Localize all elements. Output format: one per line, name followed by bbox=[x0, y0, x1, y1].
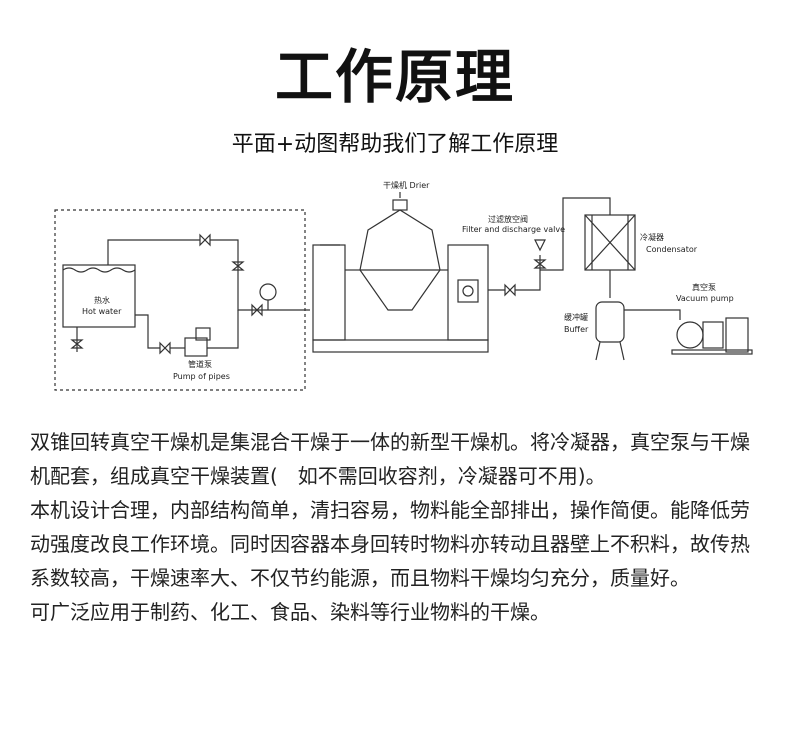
condenser bbox=[584, 214, 636, 271]
condenser-label-en: Condensator bbox=[646, 245, 698, 254]
buffer-label-cn: 缓冲罐 bbox=[564, 312, 588, 322]
description-paragraph: 可广泛应用于制药、化工、食品、染料等行业物料的干燥。 bbox=[30, 600, 550, 624]
pump-label-en: Pump of pipes bbox=[173, 372, 230, 381]
dryer-label: 干燥机 Drier bbox=[383, 180, 430, 190]
hot-water-label-cn: 热水 bbox=[94, 295, 110, 305]
description: 双锥回转真空干燥机是集混合干燥于一体的新型干燥机。将冷凝器，真空泵与干燥机配套，… bbox=[30, 425, 765, 629]
page-title: 工作原理 bbox=[274, 43, 515, 111]
vacuum-pump-icon bbox=[671, 317, 753, 355]
hot-water-system-boundary bbox=[54, 209, 306, 391]
drain-valve-icon bbox=[70, 339, 84, 349]
filter-valve-label-en: Filter and discharge valve bbox=[462, 225, 565, 234]
inlet-valve-icon bbox=[251, 303, 263, 317]
description-paragraph: 本机设计合理，内部结构简单，清扫容易，物料能全部排出，操作简便。能降低劳动强度改… bbox=[30, 498, 750, 590]
pressure-gauge-icon bbox=[259, 283, 277, 301]
working-principle-diagram: 干燥机 Drier 过滤放空阀 Filter and discharge val… bbox=[54, 180, 753, 391]
buffer-label-en: Buffer bbox=[564, 325, 589, 334]
page-subtitle: 平面+动图帮助我们了解工作原理 bbox=[231, 132, 559, 157]
filter-valve-label-cn: 过滤放空阀 bbox=[488, 214, 528, 224]
side-valve-icon bbox=[231, 261, 245, 271]
hot-water-label-en: Hot water bbox=[82, 307, 122, 316]
vacuum-line-valve-icon bbox=[504, 283, 516, 297]
pump-label-cn: 管道泵 bbox=[188, 359, 212, 369]
double-cone-dryer bbox=[312, 199, 489, 353]
vacuum-pump-label-cn: 真空泵 bbox=[692, 282, 716, 292]
pump-valve-icon bbox=[159, 341, 171, 355]
description-paragraph: 双锥回转真空干燥机是集混合干燥于一体的新型干燥机。将冷凝器，真空泵与干燥机配套，… bbox=[30, 430, 750, 488]
pump-of-pipes-icon bbox=[184, 327, 211, 357]
top-valve-icon bbox=[199, 233, 211, 247]
vacuum-pump-label-en: Vacuum pump bbox=[676, 294, 734, 303]
hot-water-tank bbox=[62, 264, 136, 328]
condenser-label-cn: 冷凝器 bbox=[640, 232, 664, 242]
filter-valve-icon bbox=[534, 239, 546, 252]
buffer-tank bbox=[595, 301, 625, 361]
